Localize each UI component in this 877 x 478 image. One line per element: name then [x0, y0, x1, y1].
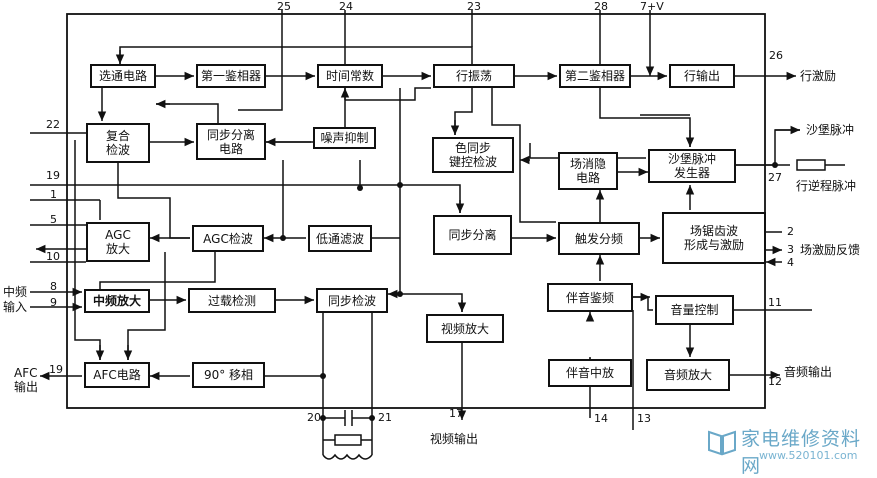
pin-1: 1: [50, 188, 57, 201]
label-field-drive-feedback: 场激励反馈: [800, 243, 861, 257]
block-agc-amplifier: AGC 放大: [86, 222, 150, 262]
pin-21: 21: [378, 411, 392, 424]
block-agc-detector: AGC检波: [192, 225, 264, 252]
block-xuantong-circuit: 选通电路: [90, 64, 156, 88]
pin-12: 12: [768, 375, 782, 388]
pin-22: 22: [46, 118, 60, 131]
pin-10: 10: [46, 250, 60, 263]
block-sandcastle-generator: 沙堡脉冲 发生器: [648, 149, 736, 183]
watermark-url: www.520101.com: [759, 449, 858, 462]
pin-2: 2: [787, 225, 794, 238]
block-sound-discriminator: 伴音鉴频: [547, 283, 633, 312]
pin-8: 8: [50, 280, 57, 293]
pin-3: 3: [787, 243, 794, 256]
block-video-amplifier: 视频放大: [426, 314, 504, 343]
block-low-pass-filter: 低通滤波: [308, 225, 372, 252]
block-composite-detector: 复合 检波: [86, 123, 150, 163]
pin-26: 26: [769, 49, 783, 62]
block-volume-control: 音量控制: [655, 295, 734, 325]
block-field-sawtooth: 场锯齿波 形成与激励: [662, 212, 766, 264]
pin-19-afc: 19: [49, 363, 63, 376]
label-if-input: 中频 输入: [3, 285, 28, 314]
block-if-amplifier: 中频放大: [84, 289, 150, 313]
pin-25: 25: [277, 0, 291, 13]
block-phase-detector-2: 第二鉴相器: [559, 64, 631, 88]
pin-4: 4: [787, 256, 794, 269]
pin-13: 13: [637, 412, 651, 425]
pin-20: 20: [307, 411, 321, 424]
pin-27: 27: [768, 171, 782, 184]
label-flyback-pulse: 行逆程脉冲: [796, 179, 857, 193]
label-line-drive: 行激励: [800, 69, 837, 83]
block-sync-detector: 同步检波: [316, 288, 388, 313]
block-noise-suppression: 噪声抑制: [313, 127, 376, 149]
label-afc-output: AFC 输出: [14, 366, 39, 394]
block-afc-circuit: AFC电路: [84, 362, 150, 388]
block-diagram-wiring: [30, 10, 845, 460]
pin-23: 23: [467, 0, 481, 13]
pin-24: 24: [339, 0, 353, 13]
block-trigger-divider: 触发分频: [558, 222, 640, 255]
pin-14: 14: [594, 412, 608, 425]
block-audio-amplifier: 音频放大: [646, 359, 730, 391]
block-sync-separator-circuit: 同步分离 电路: [196, 123, 266, 160]
label-sandcastle-out: 沙堡脉冲: [806, 123, 855, 137]
block-time-constant: 时间常数: [317, 64, 383, 88]
pin-11: 11: [768, 296, 782, 309]
block-color-burst-keyed-detector: 色同步 键控检波: [432, 137, 514, 173]
watermark: 家电维修资料网 www.520101.com: [707, 420, 875, 477]
block-90deg-phase-shift: 90° 移相: [192, 362, 265, 388]
block-overload-detection: 过载检测: [188, 288, 276, 313]
block-phase-detector-1: 第一鉴相器: [196, 64, 266, 88]
ic-outline: [66, 13, 766, 409]
book-logo-icon: [708, 430, 736, 456]
block-line-output: 行输出: [669, 64, 735, 88]
pin-19-top: 19: [46, 169, 60, 182]
pin-17: 17: [449, 407, 463, 420]
block-field-blanking: 场消隐 电路: [558, 152, 618, 190]
label-audio-output: 音频输出: [784, 365, 833, 379]
pin-5: 5: [50, 213, 57, 226]
label-video-output: 视频输出: [430, 432, 479, 446]
block-line-oscillator: 行振荡: [433, 64, 515, 88]
pin-9: 9: [50, 296, 57, 309]
pin-7v: 7+V: [640, 0, 664, 13]
block-sound-if: 伴音中放: [548, 359, 632, 387]
block-sync-separation: 同步分离: [433, 215, 512, 255]
pin-28: 28: [594, 0, 608, 13]
